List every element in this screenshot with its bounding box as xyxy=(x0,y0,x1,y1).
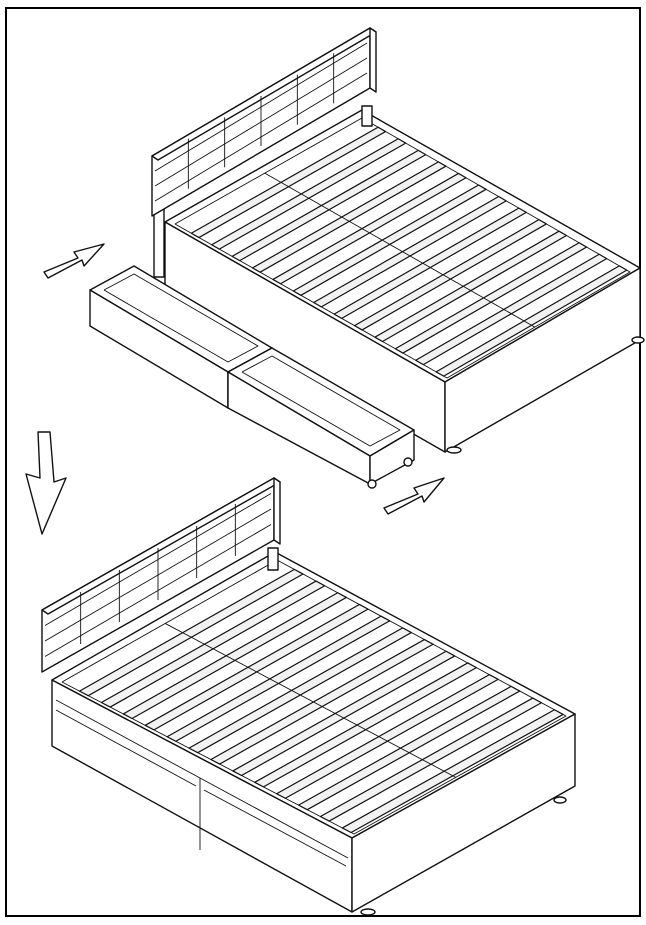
page-border xyxy=(5,7,641,917)
bed-slat xyxy=(297,685,521,811)
corner-bracket xyxy=(361,105,373,127)
bed-slat xyxy=(144,603,369,731)
bed-frame-step1 xyxy=(151,27,645,454)
tuft-line-horizontal xyxy=(44,508,272,642)
bed-slat xyxy=(211,138,407,250)
bed-slat xyxy=(319,697,543,822)
bed-slat xyxy=(333,207,527,320)
bed-foot-2 xyxy=(351,713,576,913)
tuft-line-horizontal xyxy=(44,524,272,657)
bed-slat xyxy=(292,184,487,296)
drawer-right xyxy=(227,347,415,489)
push-arrow-left xyxy=(43,243,105,279)
bed-slat xyxy=(254,662,478,788)
bed-slat xyxy=(341,709,564,834)
tuft-line-horizontal xyxy=(154,42,368,172)
bed-slat xyxy=(313,195,507,308)
headboard-step1 xyxy=(151,27,377,217)
bed-slat xyxy=(231,149,427,262)
headboard-step2 xyxy=(41,477,281,673)
tuft-line-horizontal xyxy=(44,493,272,626)
bed-foot xyxy=(446,446,462,454)
bed-slat xyxy=(251,161,447,273)
slats-step1 xyxy=(190,126,628,377)
bed-slat xyxy=(415,253,608,366)
bed-slat xyxy=(190,126,387,239)
bed-slat xyxy=(166,615,391,742)
bed-slat xyxy=(232,650,456,777)
centre-beam xyxy=(264,172,536,328)
bed-slat xyxy=(210,638,434,765)
tuft-line-horizontal xyxy=(154,57,368,187)
bed-slat xyxy=(188,627,412,754)
headboard-leg xyxy=(153,204,165,278)
down-arrow xyxy=(25,431,67,535)
bed-slat xyxy=(122,592,347,720)
bed-slat xyxy=(353,219,547,331)
centre-beam xyxy=(164,623,456,778)
bed-slat xyxy=(100,580,326,708)
bed-slat xyxy=(276,674,499,799)
bed-frame-step2 xyxy=(41,477,576,916)
bed-slat xyxy=(272,172,467,285)
push-arrow-right xyxy=(383,477,445,515)
bed-slat xyxy=(394,242,588,354)
bed-slat xyxy=(374,230,568,343)
slats-step2 xyxy=(78,568,564,834)
bed-slat xyxy=(78,568,304,697)
bed-slat xyxy=(435,265,628,377)
headboard-side-edge xyxy=(369,27,377,93)
bed-foot xyxy=(631,336,645,344)
headboard-side-edge xyxy=(273,477,281,545)
tuft-line-horizontal xyxy=(154,72,368,202)
